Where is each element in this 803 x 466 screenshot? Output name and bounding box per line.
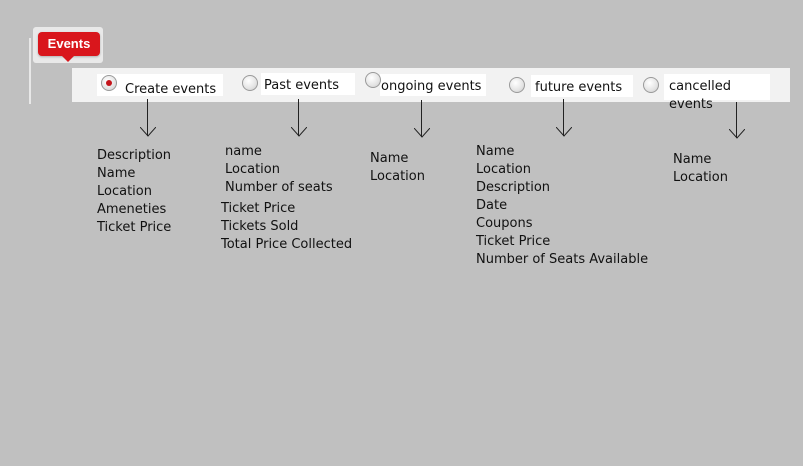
arrow-future-events [552, 99, 576, 139]
field-item: Name [476, 144, 515, 159]
fields-cancelled-events: Name Location [673, 151, 728, 187]
option-future-events-box [531, 75, 633, 97]
arrow-ongoing-events [410, 100, 434, 140]
field-item: Number of Seats Available [476, 252, 649, 267]
fields-future-events: Name Location Description Date Coupons T… [476, 143, 648, 269]
badge-tail [61, 55, 75, 62]
field-item: Location [476, 162, 531, 177]
field-item: Ameneties [97, 202, 167, 217]
arrow-past-events [287, 99, 311, 139]
field-item: Tickets Sold [221, 219, 299, 234]
radio-cancelled-events[interactable] [643, 77, 659, 93]
frame-line [29, 38, 31, 104]
radio-create-events[interactable] [101, 75, 117, 91]
events-badge[interactable]: Events [38, 32, 100, 56]
option-future-events-label: future events [535, 80, 623, 95]
field-item: Ticket Price [221, 201, 296, 216]
option-create-events-label: Create events [125, 82, 217, 97]
field-item: Ticket Price [476, 234, 551, 249]
radio-past-events[interactable] [242, 75, 258, 91]
field-item: Number of seats [225, 180, 333, 195]
field-item: Ticket Price [97, 220, 172, 235]
option-cancelled-events-label: cancelled events [669, 79, 731, 112]
arrow-cancelled-events [725, 102, 749, 142]
field-item: Location [225, 162, 280, 177]
option-create-events-box [97, 74, 223, 96]
fields-ongoing-events: Name Location [370, 150, 425, 186]
field-item: name [225, 144, 262, 159]
fields-past-events-b: Ticket Price Tickets Sold Total Price Co… [221, 200, 352, 254]
field-item: Name [673, 152, 712, 167]
field-item: Total Price Collected [221, 237, 353, 252]
field-item: Date [476, 198, 508, 213]
field-item: Location [97, 184, 152, 199]
option-ongoing-events-label: ongoing events [381, 79, 482, 94]
option-ongoing-events-box [380, 74, 486, 96]
option-past-events-label: Past events [264, 78, 340, 93]
arrow-create-events [136, 99, 160, 139]
field-item: Name [370, 151, 409, 166]
field-item: Coupons [476, 216, 533, 231]
field-item: Location [370, 169, 425, 184]
field-item: Description [97, 148, 172, 163]
fields-create-events: Description Name Location Ameneties Tick… [97, 147, 171, 237]
field-item: Description [476, 180, 551, 195]
field-item: Name [97, 166, 136, 181]
radio-future-events[interactable] [509, 77, 525, 93]
radio-ongoing-events[interactable] [365, 72, 381, 88]
option-cancelled-events-box [664, 74, 770, 100]
option-past-events-box [261, 73, 355, 95]
fields-past-events-a: name Location Number of seats [225, 143, 333, 197]
field-item: Location [673, 170, 728, 185]
